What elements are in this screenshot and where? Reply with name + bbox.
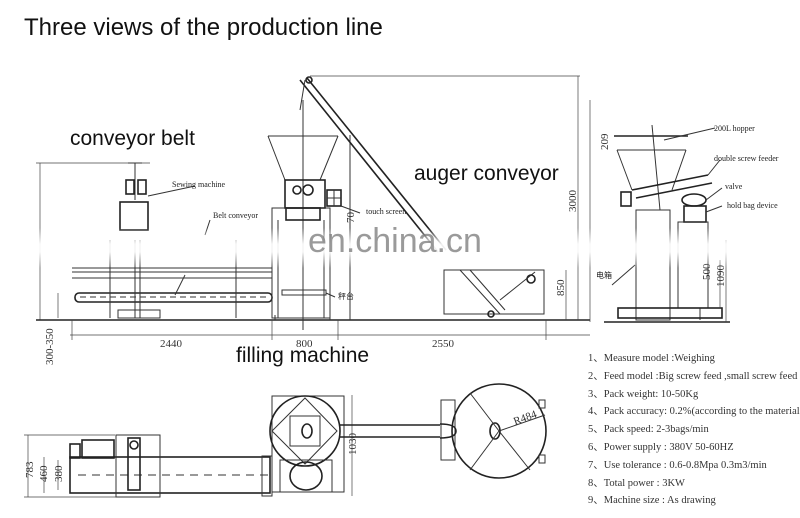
dim-tank-radius: R484 bbox=[512, 408, 539, 428]
spec-item: 9、Machine size : As drawing bbox=[588, 495, 716, 507]
dim-filler-width: 800 bbox=[296, 338, 313, 350]
dim-plan-filler: 1030 bbox=[347, 433, 359, 456]
dim-auger-height: 3000 bbox=[567, 190, 579, 213]
label-belt-conveyor: Belt conveyor bbox=[213, 211, 259, 220]
dim-conveyor-length: 2440 bbox=[160, 338, 183, 350]
label-conveyor-belt: conveyor belt bbox=[70, 127, 195, 150]
plan-view-conveyor bbox=[24, 434, 273, 498]
blur-band bbox=[0, 228, 800, 268]
spec-item: 6、Power supply : 380V 50-60HZ bbox=[588, 441, 734, 453]
page-title: Three views of the production line bbox=[24, 14, 383, 41]
label-hold-bag-device: hold bag device bbox=[727, 201, 778, 210]
dim-plan-width-total: 783 bbox=[24, 461, 36, 478]
label-weigher: 秤台 bbox=[338, 292, 354, 301]
dim-auger-length: 2550 bbox=[432, 338, 455, 350]
plan-view-filler bbox=[269, 395, 353, 496]
spec-item: 5、Pack speed: 2-3bags/min bbox=[588, 424, 709, 436]
label-double-screw-feeder: double screw feeder bbox=[714, 154, 779, 163]
dim-auger-frame-height: 850 bbox=[555, 279, 567, 296]
label-sewing-machine: Sewing machine bbox=[172, 180, 226, 189]
label-auger-conveyor: auger conveyor bbox=[414, 162, 559, 185]
dim-conveyor-height: 300-350 bbox=[44, 328, 56, 365]
elevation-dimensions bbox=[70, 320, 590, 340]
label-filling-machine: filling machine bbox=[236, 344, 370, 367]
label-valve: valve bbox=[725, 182, 743, 191]
dim-plan-width-a: 460 bbox=[38, 465, 50, 482]
dim-filler: 70 bbox=[345, 212, 357, 224]
label-cabinet: 电箱 bbox=[596, 271, 612, 280]
label-touch-screen: touch screen bbox=[366, 207, 407, 216]
spec-item: 1、Measure model :Weighing bbox=[588, 353, 715, 364]
label-hopper: 200L hopper bbox=[714, 124, 755, 133]
dim-plan-width-b: 380 bbox=[53, 465, 65, 482]
spec-list: 1、Measure model :Weighing 2、Feed model :… bbox=[588, 350, 800, 510]
spec-item: 8、Total power : 3KW bbox=[588, 477, 685, 489]
dim-bag-height-b: 1090 bbox=[715, 265, 727, 288]
auger-conveyor-elevation bbox=[299, 75, 580, 320]
side-view-elevation bbox=[589, 100, 730, 323]
watermark: en.china.cn bbox=[308, 222, 482, 260]
spec-item: 4、Pack accuracy: 0.2%(according to the m… bbox=[588, 406, 800, 418]
spec-item: 2、Feed model :Big screw feed ,small scre… bbox=[588, 370, 798, 382]
dim-hopper-height: 209 bbox=[599, 133, 611, 150]
plan-view-auger bbox=[340, 383, 547, 479]
spec-item: 7、Use tolerance : 0.6-0.8Mpa 0.3m3/min bbox=[588, 459, 767, 471]
spec-item: 3、Pack weight: 10-50Kg bbox=[588, 388, 699, 400]
